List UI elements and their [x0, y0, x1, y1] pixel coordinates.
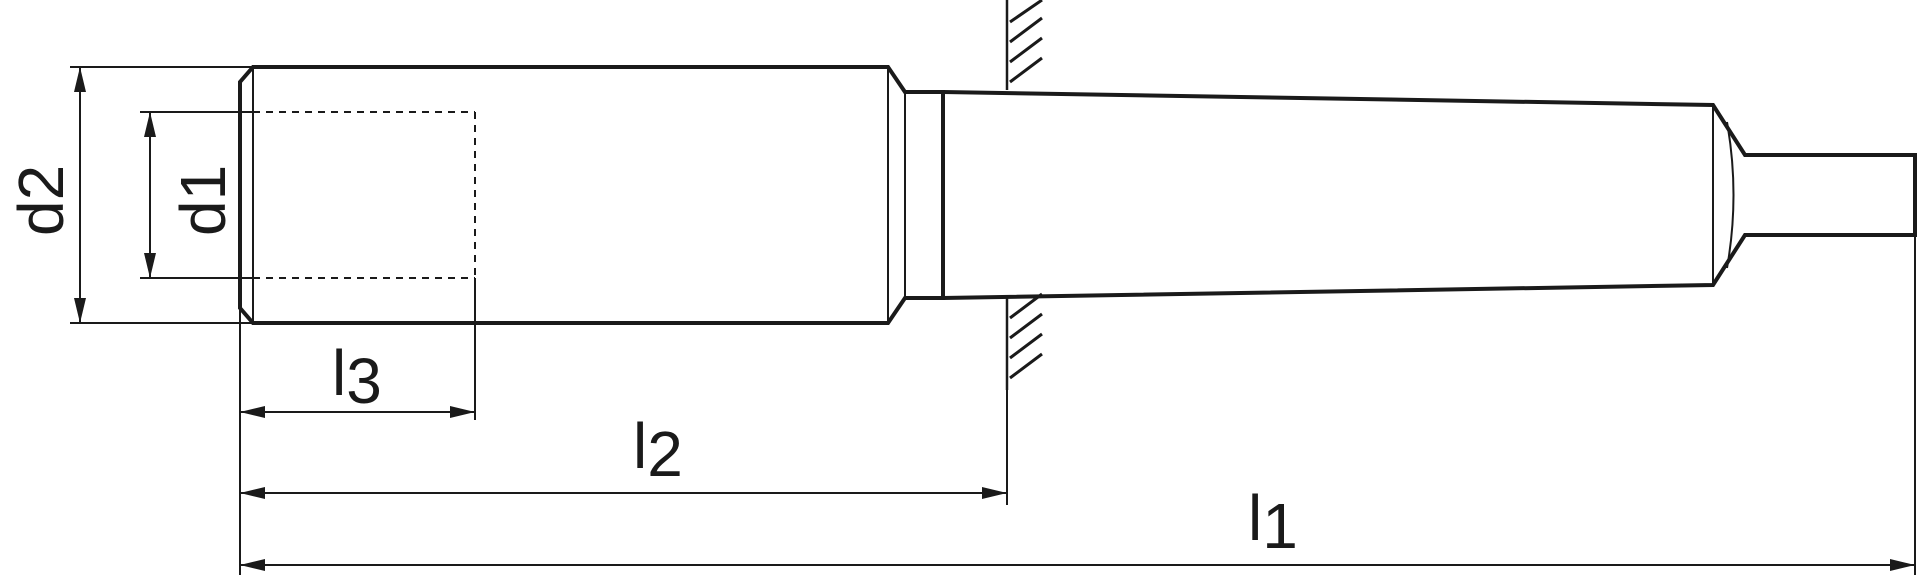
label-l1: l1: [1248, 482, 1298, 562]
label-d1-sub: 1: [167, 165, 239, 201]
label-l3-sub: 3: [346, 345, 382, 417]
label-d2: d2: [5, 165, 77, 236]
label-d2-sub: 2: [5, 165, 77, 201]
mounting-wall: [1005, 0, 1043, 390]
label-l2-sub: 2: [647, 418, 683, 490]
hidden-bore: [253, 111, 476, 279]
label-d2-base: d: [5, 200, 77, 236]
taper-shank-outline: [942, 90, 1917, 300]
label-l1-sub: 1: [1262, 490, 1298, 562]
sleeve-outline: [238, 65, 945, 325]
label-l1-base: l: [1248, 482, 1262, 554]
label-d1-base: d: [167, 200, 239, 236]
label-d1: d1: [167, 165, 239, 236]
dimension-d2: d2: [5, 67, 86, 323]
dimension-l3: l3: [240, 337, 475, 418]
label-l3: l3: [332, 337, 382, 417]
tool-body: [238, 65, 1917, 325]
dimension-d1: d1: [144, 112, 239, 278]
dimension-l1: l1: [240, 482, 1915, 571]
label-l2: l2: [633, 410, 683, 490]
label-l2-base: l: [633, 410, 647, 482]
dimension-l2: l2: [240, 410, 1007, 499]
label-l3-base: l: [332, 337, 346, 409]
